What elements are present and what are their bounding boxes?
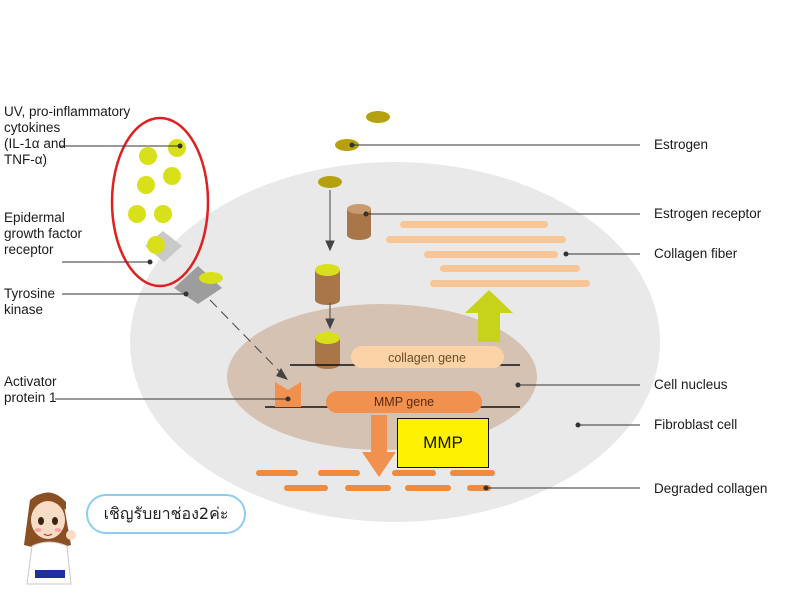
cytokine-7 bbox=[147, 236, 165, 254]
estrogen-ligand-1 bbox=[366, 111, 390, 123]
estrogen-ligand-3 bbox=[318, 176, 342, 188]
cytokine-particles bbox=[128, 139, 186, 254]
leader-lines bbox=[55, 142, 640, 491]
cytokine-6 bbox=[154, 205, 172, 223]
cytokine-2 bbox=[168, 139, 186, 157]
speech-bubble: เชิญรับยาช่อง2ค่ะ bbox=[86, 494, 246, 534]
label-degraded-collagen: Degraded collagen bbox=[654, 481, 768, 496]
collagen-fiber-5 bbox=[430, 280, 590, 287]
degraded-collagen bbox=[256, 470, 495, 491]
mascot-girl bbox=[24, 492, 76, 585]
cytokine-5 bbox=[128, 205, 146, 223]
cell-nucleus bbox=[227, 304, 537, 450]
mmp-down-arrow bbox=[362, 415, 396, 477]
label-fibroblast-cell: Fibroblast cell bbox=[654, 417, 738, 432]
cytokine-4 bbox=[163, 167, 181, 185]
label-activator-protein: Activator protein 1 bbox=[4, 374, 57, 405]
collagen-gene-bar bbox=[351, 346, 504, 368]
highlight-ring bbox=[110, 116, 210, 288]
collagen-up-arrow bbox=[465, 290, 513, 342]
estrogen-pathway-arrows bbox=[325, 190, 335, 330]
mmp-gene-label: MMP gene bbox=[374, 395, 434, 409]
tyrosine-kinase-ligand bbox=[199, 272, 223, 284]
label-estrogen: Estrogen bbox=[654, 137, 709, 152]
collagen-fiber-2 bbox=[386, 236, 566, 243]
mmp-box: MMP bbox=[397, 418, 489, 468]
collagen-fiber-1 bbox=[400, 221, 548, 228]
cytokine-3 bbox=[137, 176, 155, 194]
label-tyrosine-kinase: Tyrosine kinase bbox=[4, 286, 56, 317]
label-cell-nucleus: Cell nucleus bbox=[654, 377, 728, 392]
cytokine-1 bbox=[139, 147, 157, 165]
collagen-fiber-4 bbox=[440, 265, 580, 272]
estrogen-receptor-complex-2 bbox=[315, 332, 340, 369]
label-estrogen-receptor: Estrogen receptor bbox=[654, 206, 762, 221]
activation-arrow bbox=[209, 299, 288, 380]
label-uv-cytokines: UV, pro-inflammatory cytokines (IL-1α an… bbox=[4, 104, 131, 167]
collagen-fibers bbox=[386, 221, 590, 287]
estrogen-receptor-complex-1 bbox=[315, 264, 340, 305]
activator-protein-1 bbox=[275, 382, 301, 407]
label-egfr: Epidermal growth factor receptor bbox=[4, 210, 83, 257]
estrogen-ligand-2 bbox=[335, 139, 359, 151]
estrogen-receptor bbox=[347, 204, 371, 240]
collagen-gene-label: collagen gene bbox=[388, 351, 466, 365]
label-collagen-fiber: Collagen fiber bbox=[654, 246, 738, 261]
collagen-fiber-3 bbox=[424, 251, 558, 258]
mmp-gene-bar bbox=[326, 391, 482, 413]
